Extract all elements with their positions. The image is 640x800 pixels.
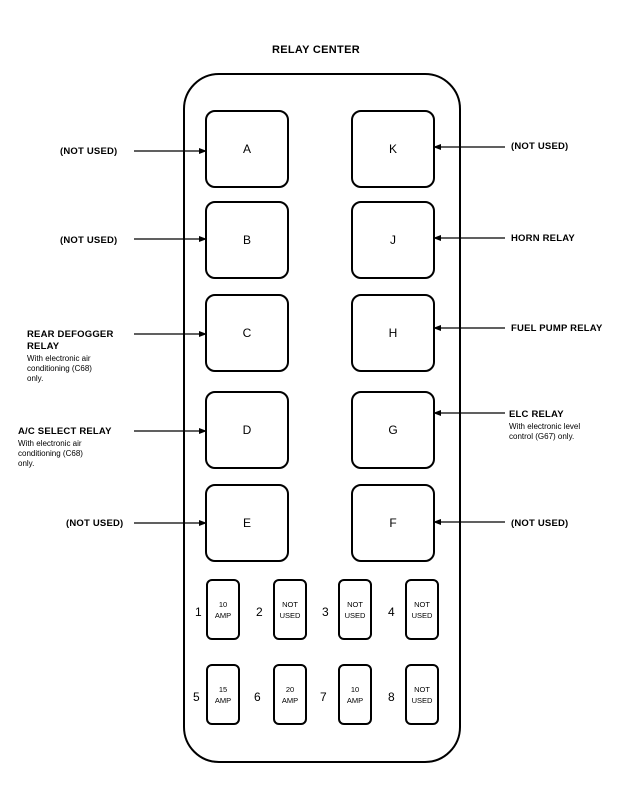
- label-relay-k: (NOT USED): [511, 141, 569, 152]
- note-relay-d-line3: only.: [18, 459, 35, 468]
- fuse-8-unit: USED: [411, 695, 433, 705]
- label-relay-c-line2: RELAY: [27, 341, 60, 352]
- label-relay-d: A/C SELECT RELAY: [18, 426, 112, 437]
- relay-h-label: H: [388, 326, 398, 340]
- fuse-3-rating: NOT: [347, 599, 363, 609]
- fuse-2-number: 2: [256, 605, 263, 619]
- note-relay-d-line2: conditioning (C68): [18, 449, 83, 458]
- fuse-2-rating: NOT: [282, 599, 298, 609]
- label-relay-f: (NOT USED): [511, 518, 569, 529]
- note-relay-c-line1: With electronic air: [27, 354, 91, 363]
- label-relay-e: (NOT USED): [66, 518, 124, 529]
- fuse-4-unit: USED: [411, 610, 433, 620]
- fuse-8-rating: NOT: [414, 684, 430, 694]
- fuse-3-number: 3: [322, 605, 329, 619]
- note-relay-g-line1: With electronic level: [509, 422, 581, 431]
- relay-b-label: B: [242, 233, 251, 247]
- fuse-4-number: 4: [388, 605, 395, 619]
- relay-j-label: J: [390, 233, 396, 247]
- relay-e-label: E: [242, 516, 251, 530]
- relay-f-label: F: [389, 516, 397, 530]
- fuse-1-rating: 10: [218, 599, 228, 609]
- note-relay-d-line1: With electronic air: [18, 439, 82, 448]
- relay-g-label: G: [388, 423, 398, 437]
- fuse-5-number: 5: [193, 690, 200, 704]
- diagram-title: RELAY CENTER: [272, 44, 360, 56]
- fuse-6-unit: AMP: [281, 695, 299, 705]
- fuse-2-unit: USED: [279, 610, 301, 620]
- note-relay-g-line2: control (G67) only.: [509, 432, 575, 441]
- fuse-5-unit: AMP: [214, 695, 232, 705]
- relay-center-panel: [183, 73, 461, 763]
- fuse-7-number: 7: [320, 690, 327, 704]
- note-relay-c-line2: conditioning (C68): [27, 364, 92, 373]
- fuse-1-number: 1: [195, 605, 202, 619]
- fuse-8-number: 8: [388, 690, 395, 704]
- note-relay-c: With electronic air conditioning (C68) o…: [27, 354, 92, 384]
- note-relay-c-line3: only.: [27, 374, 44, 383]
- label-relay-h: FUEL PUMP RELAY: [511, 323, 603, 334]
- label-relay-c-line1: REAR DEFOGGER: [27, 329, 114, 340]
- relay-c-label: C: [242, 326, 252, 340]
- relay-g: G: [351, 391, 435, 469]
- label-relay-a: (NOT USED): [60, 146, 118, 157]
- fuse-6-rating: 20: [285, 684, 295, 694]
- note-relay-d: With electronic air conditioning (C68) o…: [18, 439, 83, 469]
- fuse-7-rating: 10: [350, 684, 360, 694]
- fuse-3-unit: USED: [344, 610, 366, 620]
- fuse-5-rating: 15: [218, 684, 228, 694]
- fuse-1-unit: AMP: [214, 610, 232, 620]
- label-relay-g: ELC RELAY: [509, 409, 564, 420]
- label-relay-b: (NOT USED): [60, 235, 118, 246]
- relay-h: H: [351, 294, 435, 372]
- relay-d-label: D: [242, 423, 252, 437]
- relay-a-label: A: [242, 142, 251, 156]
- fuse-7-unit: AMP: [346, 695, 364, 705]
- note-relay-g: With electronic level control (G67) only…: [509, 422, 580, 442]
- fuse-4-rating: NOT: [414, 599, 430, 609]
- label-relay-j: HORN RELAY: [511, 233, 575, 244]
- fuse-6-number: 6: [254, 690, 261, 704]
- relay-k-label: K: [388, 142, 397, 156]
